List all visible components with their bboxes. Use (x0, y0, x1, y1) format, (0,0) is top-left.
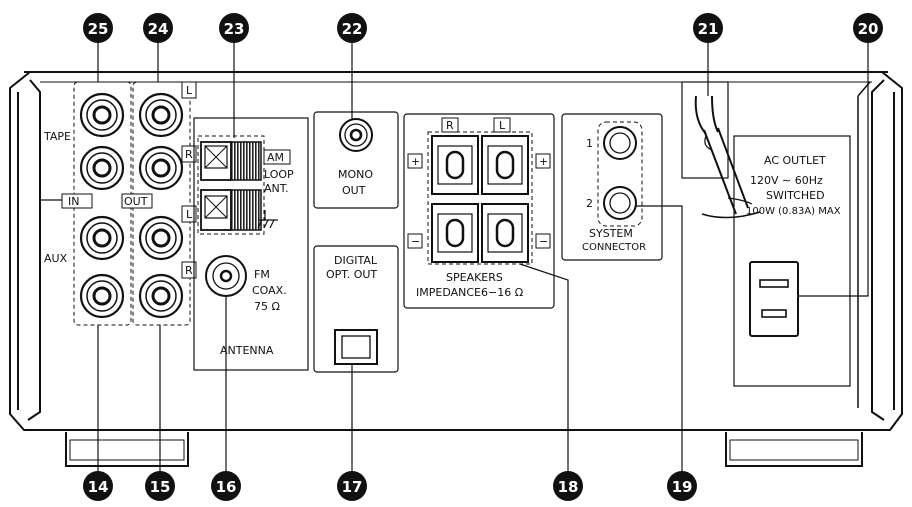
ac-outlet-label: AC OUTLET (764, 154, 826, 167)
digital-label: DIGITAL (334, 254, 378, 267)
speaker-l-minus-terminal[interactable] (481, 203, 529, 263)
aux-in-l-jack[interactable] (79, 215, 125, 261)
callout-18: 18 (553, 471, 583, 501)
l-label-top: L (186, 84, 193, 97)
speaker-r-label: R (446, 119, 454, 132)
leader-lines (97, 40, 869, 472)
in-jack-group (73, 81, 132, 326)
svg-text:19: 19 (672, 478, 693, 496)
plus-label-left: + (411, 155, 420, 168)
ohm75-label: 75 Ω (254, 300, 280, 313)
aux-in-r-jack[interactable] (79, 273, 125, 319)
svg-text:20: 20 (858, 20, 879, 38)
am-loop-terminal-group (197, 135, 265, 235)
plus-label-right: + (539, 155, 548, 168)
power-cord (681, 81, 761, 219)
minus-label-right: − (539, 235, 548, 248)
system-connector-group (597, 121, 643, 227)
speaker-l-plus-terminal[interactable] (481, 135, 529, 195)
aux-out-r-jack[interactable] (138, 273, 184, 319)
antenna-section: AM LOOP ANT. FM COAX. 75 Ω ANTENNA (193, 117, 309, 371)
am-terminal-upper[interactable] (200, 141, 262, 181)
r-label-bottom: R (185, 264, 193, 277)
switched-label: SWITCHED (766, 189, 825, 202)
tape-aux-section: TAPE AUX IN OUT L R L R (40, 81, 197, 326)
svg-text:22: 22 (342, 20, 363, 38)
minus-label-left: − (411, 235, 420, 248)
callout-22: 22 (337, 13, 367, 43)
speaker-r-minus-terminal[interactable] (431, 203, 479, 263)
ac-outlet-section: AC OUTLET 120V ∼ 60Hz SWITCHED 100W (0.8… (733, 135, 851, 387)
sys-2-label: 2 (586, 197, 593, 210)
callout-14: 14 (83, 471, 113, 501)
opt-out-label: OPT. OUT (326, 268, 377, 281)
svg-text:18: 18 (558, 478, 579, 496)
svg-text:16: 16 (216, 478, 237, 496)
in-label: IN (68, 195, 79, 208)
tape-label: TAPE (43, 130, 71, 143)
svg-text:14: 14 (88, 478, 109, 496)
svg-text:23: 23 (224, 20, 245, 38)
speakers-label: SPEAKERS (446, 271, 503, 284)
ac-voltage-label: 120V ∼ 60Hz (750, 174, 823, 187)
tape-in-l-jack[interactable] (79, 92, 125, 138)
speaker-l-label: L (499, 119, 506, 132)
loop-label: LOOP (264, 168, 294, 181)
digital-out-section: DIGITAL OPT. OUT (313, 245, 399, 373)
am-terminal-lower[interactable] (200, 189, 262, 231)
system-connector-2[interactable] (603, 186, 637, 220)
ac-outlet-socket[interactable] (749, 261, 799, 337)
ac-max-label: 100W (0.83A) MAX (746, 206, 841, 217)
optical-out-port[interactable] (334, 329, 378, 365)
out-label: OUT (124, 195, 148, 208)
connector-label: CONNECTOR (582, 242, 646, 253)
callout-21: 21 (693, 13, 723, 43)
aux-label: AUX (44, 252, 68, 265)
ground-icon (257, 210, 278, 229)
svg-text:15: 15 (150, 478, 171, 496)
svg-text:17: 17 (342, 478, 363, 496)
callout-19: 19 (667, 471, 697, 501)
svg-text:25: 25 (88, 20, 109, 38)
tape-out-l-jack[interactable] (138, 92, 184, 138)
coax-label: COAX. (252, 284, 287, 297)
ant-label: ANT. (264, 182, 289, 195)
callout-24: 24 (143, 13, 173, 43)
antenna-label: ANTENNA (220, 344, 274, 357)
system-label: SYSTEM (589, 227, 633, 240)
am-label: AM (267, 151, 284, 164)
tape-out-r-jack[interactable] (138, 145, 184, 191)
sys-1-label: 1 (586, 137, 593, 150)
r-label-top: R (185, 148, 193, 161)
system-connector-section: 1 2 SYSTEM CONNECTOR (561, 113, 663, 261)
out-jack-group (132, 81, 191, 326)
speaker-terminal-group (427, 131, 533, 265)
mono-out-section: MONO OUT (313, 111, 399, 209)
callout-17: 17 (337, 471, 367, 501)
mono-label: MONO (338, 168, 373, 181)
aux-out-l-jack[interactable] (138, 215, 184, 261)
mono-out-label: OUT (342, 184, 366, 197)
callout-15: 15 (145, 471, 175, 501)
callout-16: 16 (211, 471, 241, 501)
mono-out-jack[interactable] (339, 118, 373, 152)
l-label-bottom: L (186, 208, 193, 221)
fm-coax-jack[interactable] (205, 255, 247, 297)
tape-in-r-jack[interactable] (79, 145, 125, 191)
system-connector-1[interactable] (603, 126, 637, 160)
fm-label: FM (254, 268, 270, 281)
speakers-section: R L + + − − (403, 113, 555, 309)
impedance-label: IMPEDANCE6−16 Ω (416, 286, 523, 299)
svg-text:24: 24 (148, 20, 169, 38)
speaker-r-plus-terminal[interactable] (431, 135, 479, 195)
svg-text:21: 21 (698, 20, 719, 38)
callout-20: 20 (853, 13, 883, 43)
callout-23: 23 (219, 13, 249, 43)
callout-25: 25 (83, 13, 113, 43)
